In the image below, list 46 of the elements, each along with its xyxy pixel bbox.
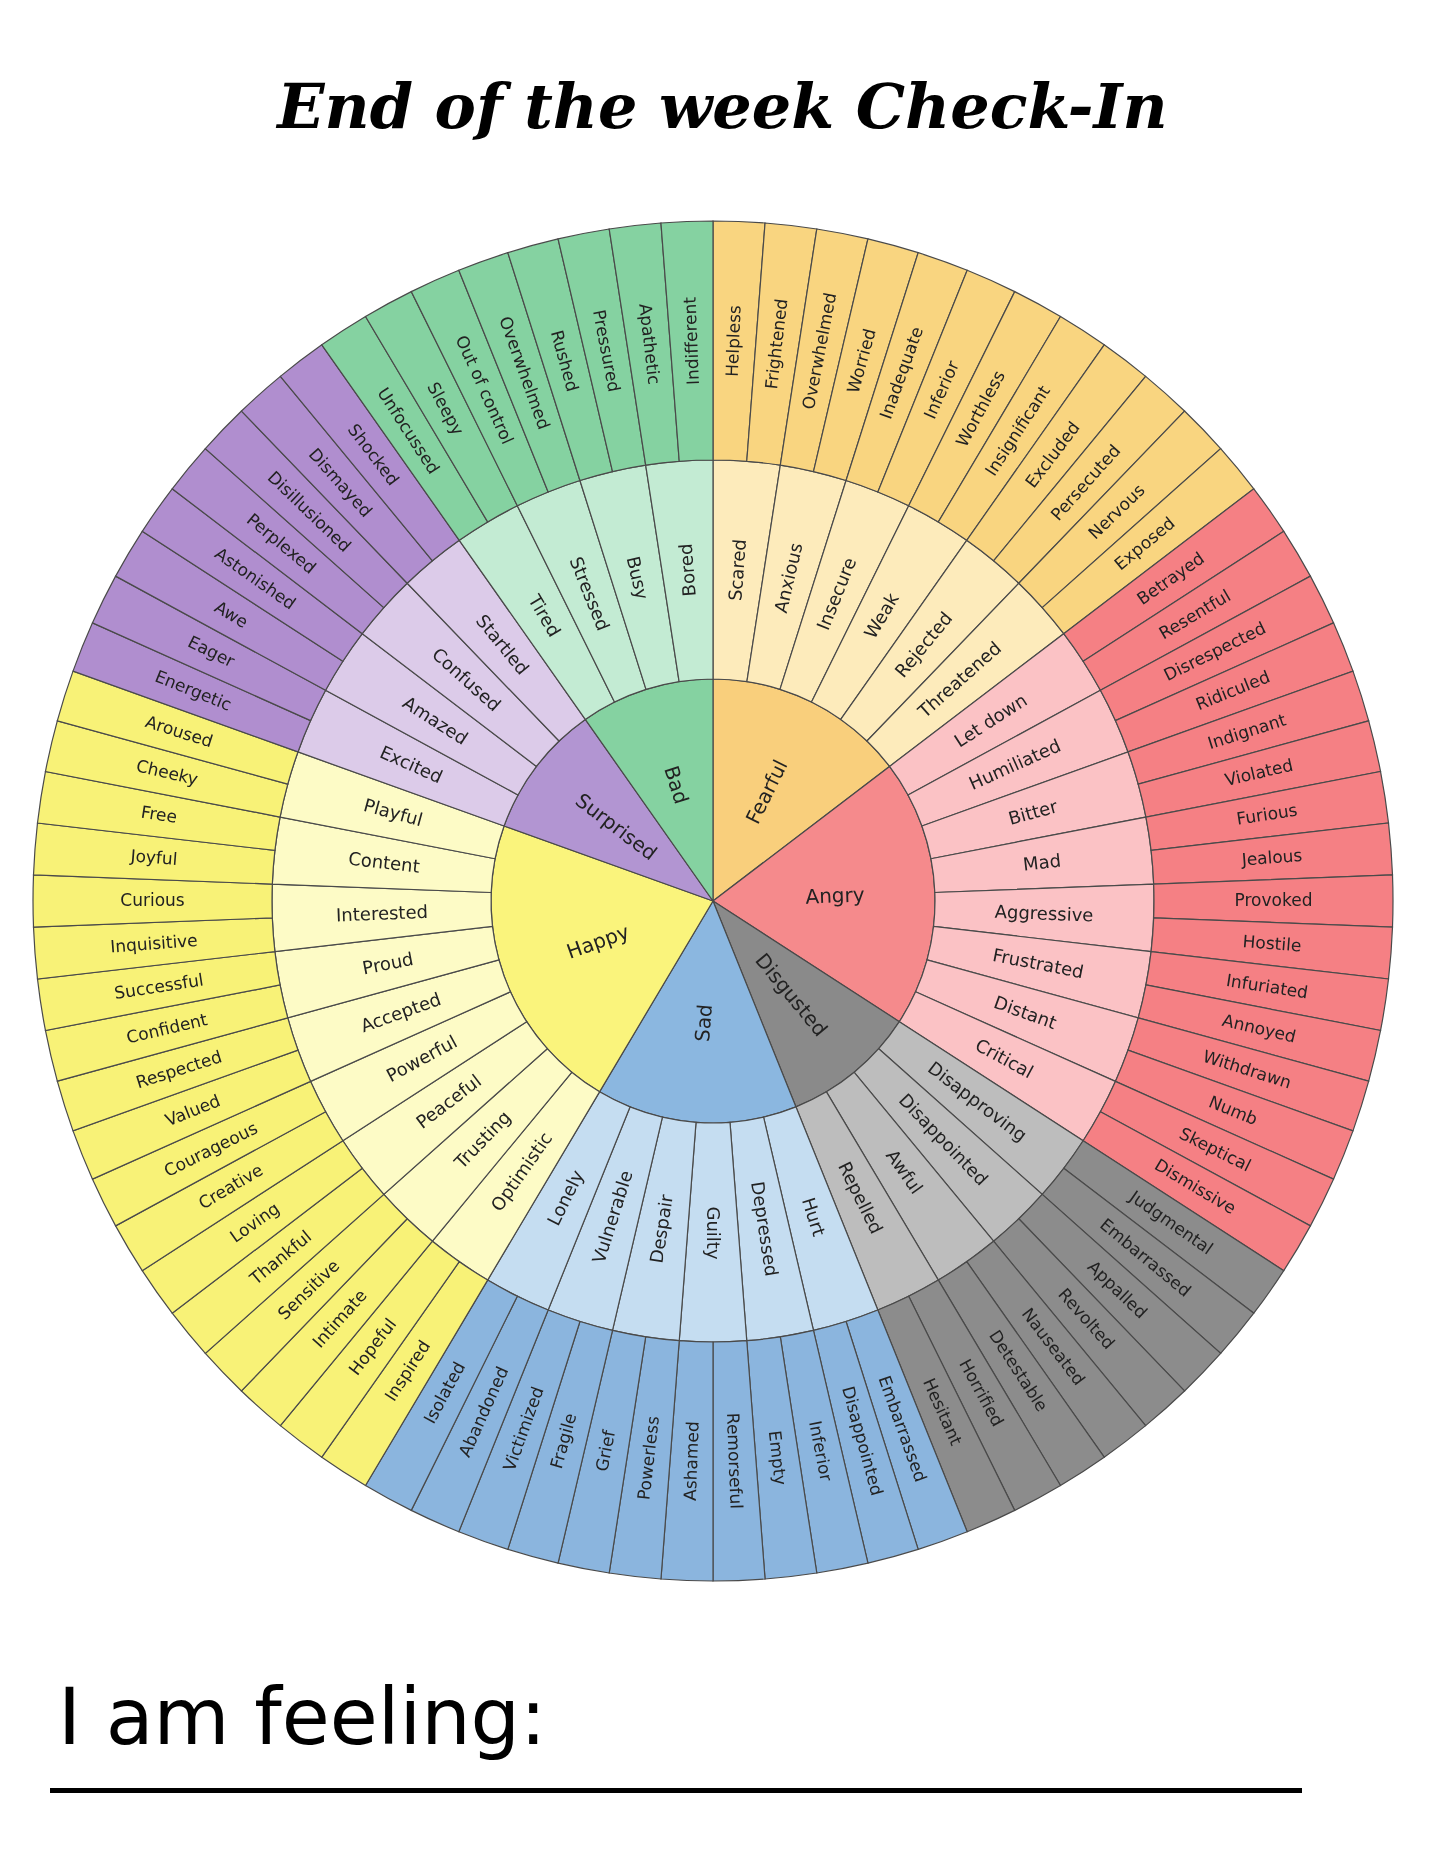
emotion-label: Infuriated bbox=[1224, 970, 1310, 1003]
emotion-label: Pressured bbox=[588, 307, 624, 394]
emotion-label: Frustrated bbox=[991, 945, 1086, 984]
emotion-label: Aggressive bbox=[994, 901, 1094, 926]
emotion-label: Free bbox=[139, 803, 179, 828]
emotion-label: Playful bbox=[361, 795, 426, 832]
emotion-label: Ashamed bbox=[680, 1421, 703, 1502]
emotion-label: Empty bbox=[764, 1429, 791, 1487]
emotion-label: Joyful bbox=[130, 846, 179, 870]
emotion-label: Grief bbox=[592, 1429, 620, 1474]
emotion-label: Busy bbox=[622, 554, 653, 602]
emotion-label: Happy bbox=[563, 920, 633, 964]
emotion-label: Mad bbox=[1022, 850, 1063, 876]
emotion-label: Powerless bbox=[634, 1414, 664, 1501]
emotion-label: Cheeky bbox=[134, 756, 201, 790]
emotion-label: Angry bbox=[805, 883, 865, 909]
emotion-label: Anxious bbox=[770, 541, 807, 616]
emotion-label: Inquisitive bbox=[109, 930, 199, 957]
emotion-label: Bitter bbox=[1005, 796, 1060, 830]
emotion-label: Guilty bbox=[702, 1205, 724, 1260]
emotion-label: Despair bbox=[646, 1192, 678, 1265]
emotion-label: Inferior bbox=[804, 1419, 836, 1484]
emotion-label: Bad bbox=[659, 762, 693, 807]
emotion-label: Depressed bbox=[746, 1179, 782, 1278]
emotion-label: Content bbox=[346, 848, 421, 878]
emotion-label: Scared bbox=[725, 538, 752, 603]
emotion-label: Proud bbox=[360, 949, 415, 980]
prompt-text: I am feeling: bbox=[58, 1672, 547, 1762]
emotion-label: Violated bbox=[1222, 755, 1295, 791]
emotion-label: Furious bbox=[1235, 801, 1299, 830]
emotion-label: Indifferent bbox=[680, 296, 703, 386]
emotion-label: Hostile bbox=[1241, 931, 1302, 956]
emotion-label: Apathetic bbox=[634, 302, 664, 386]
emotion-label: Provoked bbox=[1234, 891, 1313, 911]
emotion-label: Frightened bbox=[762, 297, 793, 391]
emotion-label: Hurt bbox=[797, 1195, 829, 1239]
emotion-label: Sad bbox=[690, 1003, 717, 1043]
emotion-label: Successful bbox=[113, 970, 205, 1004]
emotion-label: Jealous bbox=[1240, 846, 1303, 871]
emotion-label: Bored bbox=[675, 543, 700, 598]
title: End of the week Check-In bbox=[275, 70, 1169, 143]
emotion-label: Curious bbox=[120, 891, 185, 911]
emotion-label: Interested bbox=[335, 901, 429, 926]
emotion-label: Helpless bbox=[723, 304, 746, 378]
emotion-label: Remorseful bbox=[722, 1412, 747, 1510]
emotion-label: Fragile bbox=[547, 1411, 582, 1472]
